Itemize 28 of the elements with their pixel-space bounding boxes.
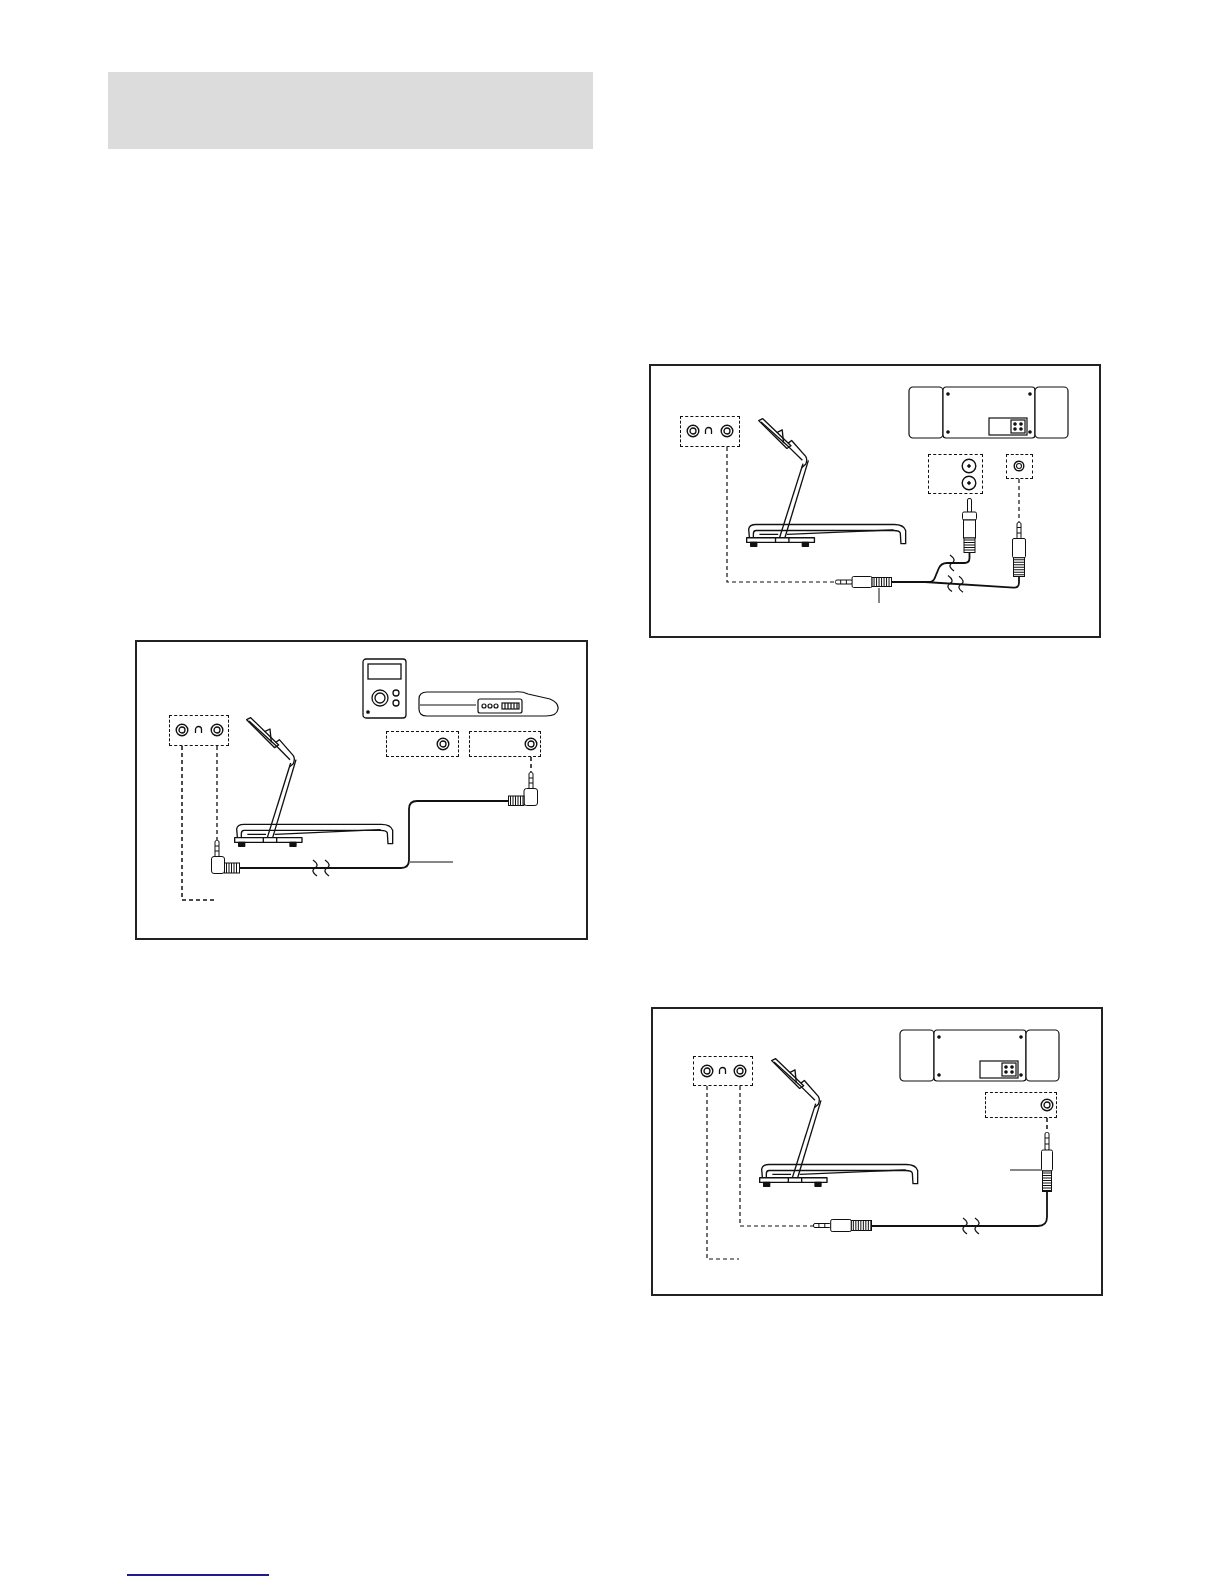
leader-line [878,587,880,604]
right-angle-plug-drawing [211,840,240,874]
jack-callout [1006,454,1033,479]
audio-plug-drawing [1012,522,1026,577]
audio-cable [891,581,926,583]
dashed-connector [1018,478,1020,523]
dashed-connector [726,446,836,583]
audio-plug-drawing [835,576,892,588]
jack-callout [469,731,541,757]
dashed-connector [181,745,216,901]
rca-plug-drawing [962,498,977,553]
audio-cable [871,1191,1048,1227]
dashed-connector [706,1085,740,1260]
jack-callout [693,1056,753,1086]
dashed-connector [530,756,532,773]
jack-callout [386,731,459,757]
right-angle-plug-drawing [508,772,538,806]
jack-callout [985,1092,1057,1118]
audio-plug-drawing [813,1219,872,1232]
dashed-connector [216,745,218,841]
dashed-connector [739,1085,814,1227]
audio-cable [239,800,509,869]
audio-cable [924,576,1020,589]
audio-plug-drawing [1041,1132,1053,1192]
jack-callout [169,715,229,746]
jack-callout [680,416,740,447]
jack-callout [928,454,983,494]
leader-line [1009,1169,1042,1171]
